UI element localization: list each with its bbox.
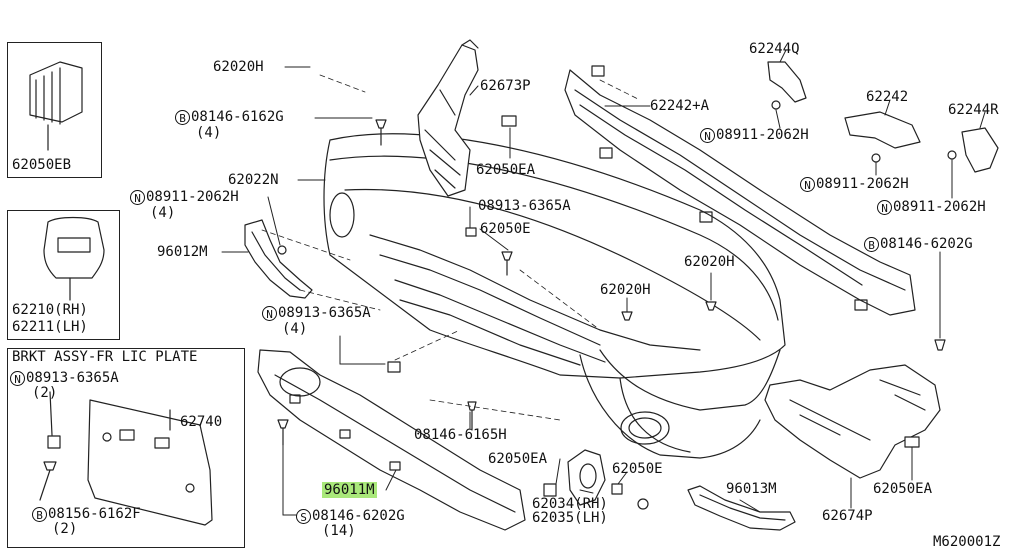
prefix-circle: N [262, 306, 277, 321]
callout-62022N[interactable]: 62022N [228, 172, 279, 188]
callout-62244R[interactable]: 62244R [948, 102, 999, 118]
callout-62674P[interactable]: 62674P [822, 508, 873, 524]
inset-box-plate-bracket [7, 348, 245, 548]
callout-62050EA-top[interactable]: 62050EA [476, 162, 536, 178]
qty-08146-6162G: (4) [196, 125, 222, 141]
inset-box-62050EB [7, 42, 102, 178]
prefix-circle: S [296, 509, 311, 524]
callout-62034[interactable]: 62034(RH) [532, 496, 608, 512]
bracket-96013M [687, 485, 796, 531]
inset-plate-bracket-illustration [39, 391, 213, 526]
diagram-code: M620001Z [933, 534, 1001, 550]
side-bracket-62673P [417, 39, 479, 197]
leader-lines [221, 49, 986, 516]
prefix-circle: B [864, 237, 879, 252]
prefix-circle: B [32, 507, 47, 522]
inset-62210-illustration [43, 216, 105, 301]
inset-label-62211[interactable]: 62211(LH) [12, 319, 88, 335]
prefix-circle: N [130, 190, 145, 205]
prefix-circle: N [800, 177, 815, 192]
part-number: 08911-2062H [146, 189, 239, 205]
part-number: 08146-6202G [880, 236, 973, 252]
part-number: 08146-6202G [312, 508, 405, 524]
highlighted-part: 96011M [322, 482, 377, 498]
callout-62050E-low[interactable]: 62050E [612, 461, 663, 477]
bumper-fascia [323, 133, 786, 459]
prefix-circle: B [175, 110, 190, 125]
callout-62020H-right[interactable]: 62020H [684, 254, 735, 270]
qty-08913-6365A-left: (4) [282, 321, 308, 337]
callout-62242A[interactable]: 62242+A [650, 98, 710, 114]
callout-62035[interactable]: 62035(LH) [532, 510, 608, 526]
bracket-62244Q [767, 61, 807, 103]
part-number: 08913-6365A [26, 370, 119, 386]
fog-bracket-62034 [567, 449, 606, 506]
callout-08913-6365A-center[interactable]: 08913-6365A [478, 198, 571, 214]
part-number: 08911-2062H [716, 127, 809, 143]
qty-08913-6365A-box: (2) [32, 385, 58, 401]
dashed-lines [261, 74, 641, 421]
inset-box-62210 [7, 210, 120, 340]
callout-62673P[interactable]: 62673P [480, 78, 531, 94]
side-bracket-62674P [764, 364, 941, 479]
inset-title-plate-bracket: BRKT ASSY-FR LIC PLATE [12, 349, 198, 365]
callout-62050E-center[interactable]: 62050E [480, 221, 531, 237]
qty-08156-6162F: (2) [52, 521, 78, 537]
callout-96013M[interactable]: 96013M [726, 481, 777, 497]
bracket-62242 [844, 111, 921, 149]
inset-62050EB-illustration [29, 61, 83, 151]
qty-08911-2062H-left: (4) [150, 205, 176, 221]
prefix-circle: N [877, 200, 892, 215]
callout-62242[interactable]: 62242 [866, 89, 909, 105]
inset-label-62050EB[interactable]: 62050EB [12, 157, 72, 173]
callout-08146-6165H[interactable]: 08146-6165H [414, 427, 507, 443]
part-number: 08911-2062H [893, 199, 986, 215]
bracket-96012M [244, 219, 313, 299]
part-number: 08911-2062H [816, 176, 909, 192]
prefix-circle: N [10, 371, 25, 386]
clips [277, 100, 957, 510]
part-number: 08913-6365A [278, 305, 371, 321]
lower-valance [257, 349, 526, 531]
inset-label-62210[interactable]: 62210(RH) [12, 302, 88, 318]
callout-62050EA-low[interactable]: 62050EA [488, 451, 548, 467]
callout-62740[interactable]: 62740 [180, 414, 223, 430]
part-number: 08146-6162G [191, 109, 284, 125]
callout-62020H-center[interactable]: 62020H [600, 282, 651, 298]
callout-96012M[interactable]: 96012M [157, 244, 208, 260]
part-number: 08156-6162F [48, 506, 141, 522]
callout-62020H-top[interactable]: 62020H [213, 59, 264, 75]
qty-08146-6202G-s: (14) [322, 523, 356, 539]
reinforcement-62242A [564, 65, 916, 316]
callout-62050EA-right[interactable]: 62050EA [873, 481, 933, 497]
prefix-circle: N [700, 128, 715, 143]
callout-96011M[interactable]: 96011M [322, 482, 377, 498]
bracket-62244R [961, 127, 999, 173]
callout-62244Q[interactable]: 62244Q [749, 41, 800, 57]
